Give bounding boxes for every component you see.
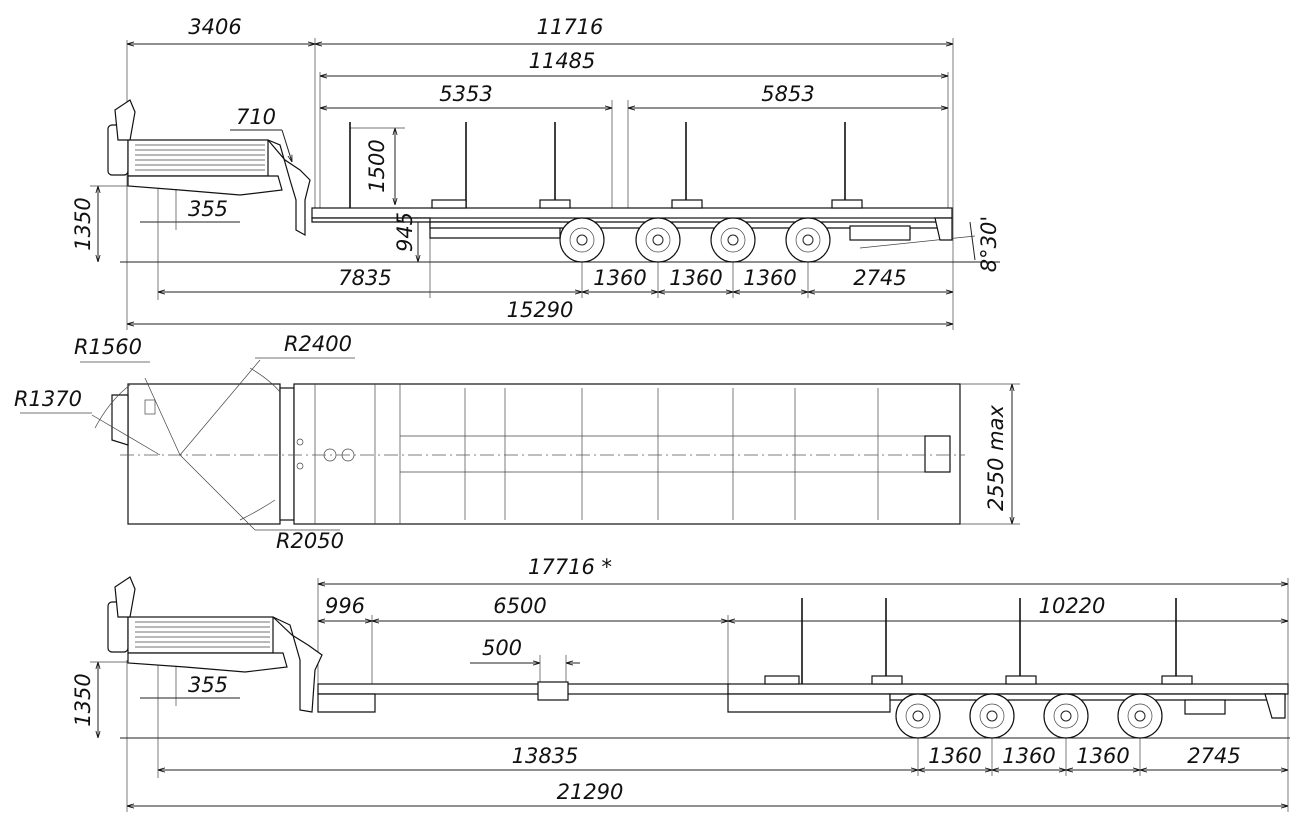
dim-945: 945: [393, 212, 417, 252]
dim-5353: 5353: [439, 82, 492, 106]
dim-11716: 11716: [537, 15, 604, 39]
dim-1360-b1: 1360: [928, 744, 981, 768]
dim-r2400: R2400: [284, 332, 352, 356]
dim-angle: 8°30': [977, 216, 1001, 272]
dim-996: 996: [325, 594, 365, 618]
dim-17716: 17716 *: [528, 555, 612, 579]
dim-r1560: R1560: [74, 335, 142, 359]
dim-500: 500: [482, 636, 522, 660]
dim-21290: 21290: [557, 780, 624, 804]
dim-1360-2: 1360: [669, 266, 722, 290]
dim-2745-b: 2745: [1187, 744, 1240, 768]
plan-view: [20, 357, 1020, 531]
dim-1350-b: 1350: [71, 673, 95, 726]
dim-1360-b3: 1360: [1076, 744, 1129, 768]
dim-1500: 1500: [365, 139, 389, 192]
dim-13835: 13835: [512, 744, 579, 768]
dim-355-b: 355: [188, 673, 228, 697]
dim-width: 2550 max: [984, 404, 1008, 510]
dim-r1370: R1370: [14, 387, 82, 411]
dim-355: 355: [188, 197, 228, 221]
dim-11485: 11485: [529, 49, 596, 73]
dim-1350: 1350: [71, 197, 95, 250]
dim-1360-1: 1360: [593, 266, 646, 290]
side-view-bottom: [90, 576, 1290, 812]
dim-7835: 7835: [338, 266, 391, 290]
dim-r2050: R2050: [276, 529, 344, 553]
dim-3406: 3406: [188, 15, 241, 39]
dim-2745: 2745: [853, 266, 906, 290]
dim-710: 710: [236, 105, 276, 129]
dim-10220: 10220: [1039, 594, 1106, 618]
dim-15290: 15290: [507, 298, 574, 322]
dim-1360-3: 1360: [743, 266, 796, 290]
dim-5853: 5853: [761, 82, 814, 106]
dim-1360-b2: 1360: [1002, 744, 1055, 768]
dim-6500: 6500: [493, 594, 546, 618]
side-view-top: [90, 38, 1000, 330]
